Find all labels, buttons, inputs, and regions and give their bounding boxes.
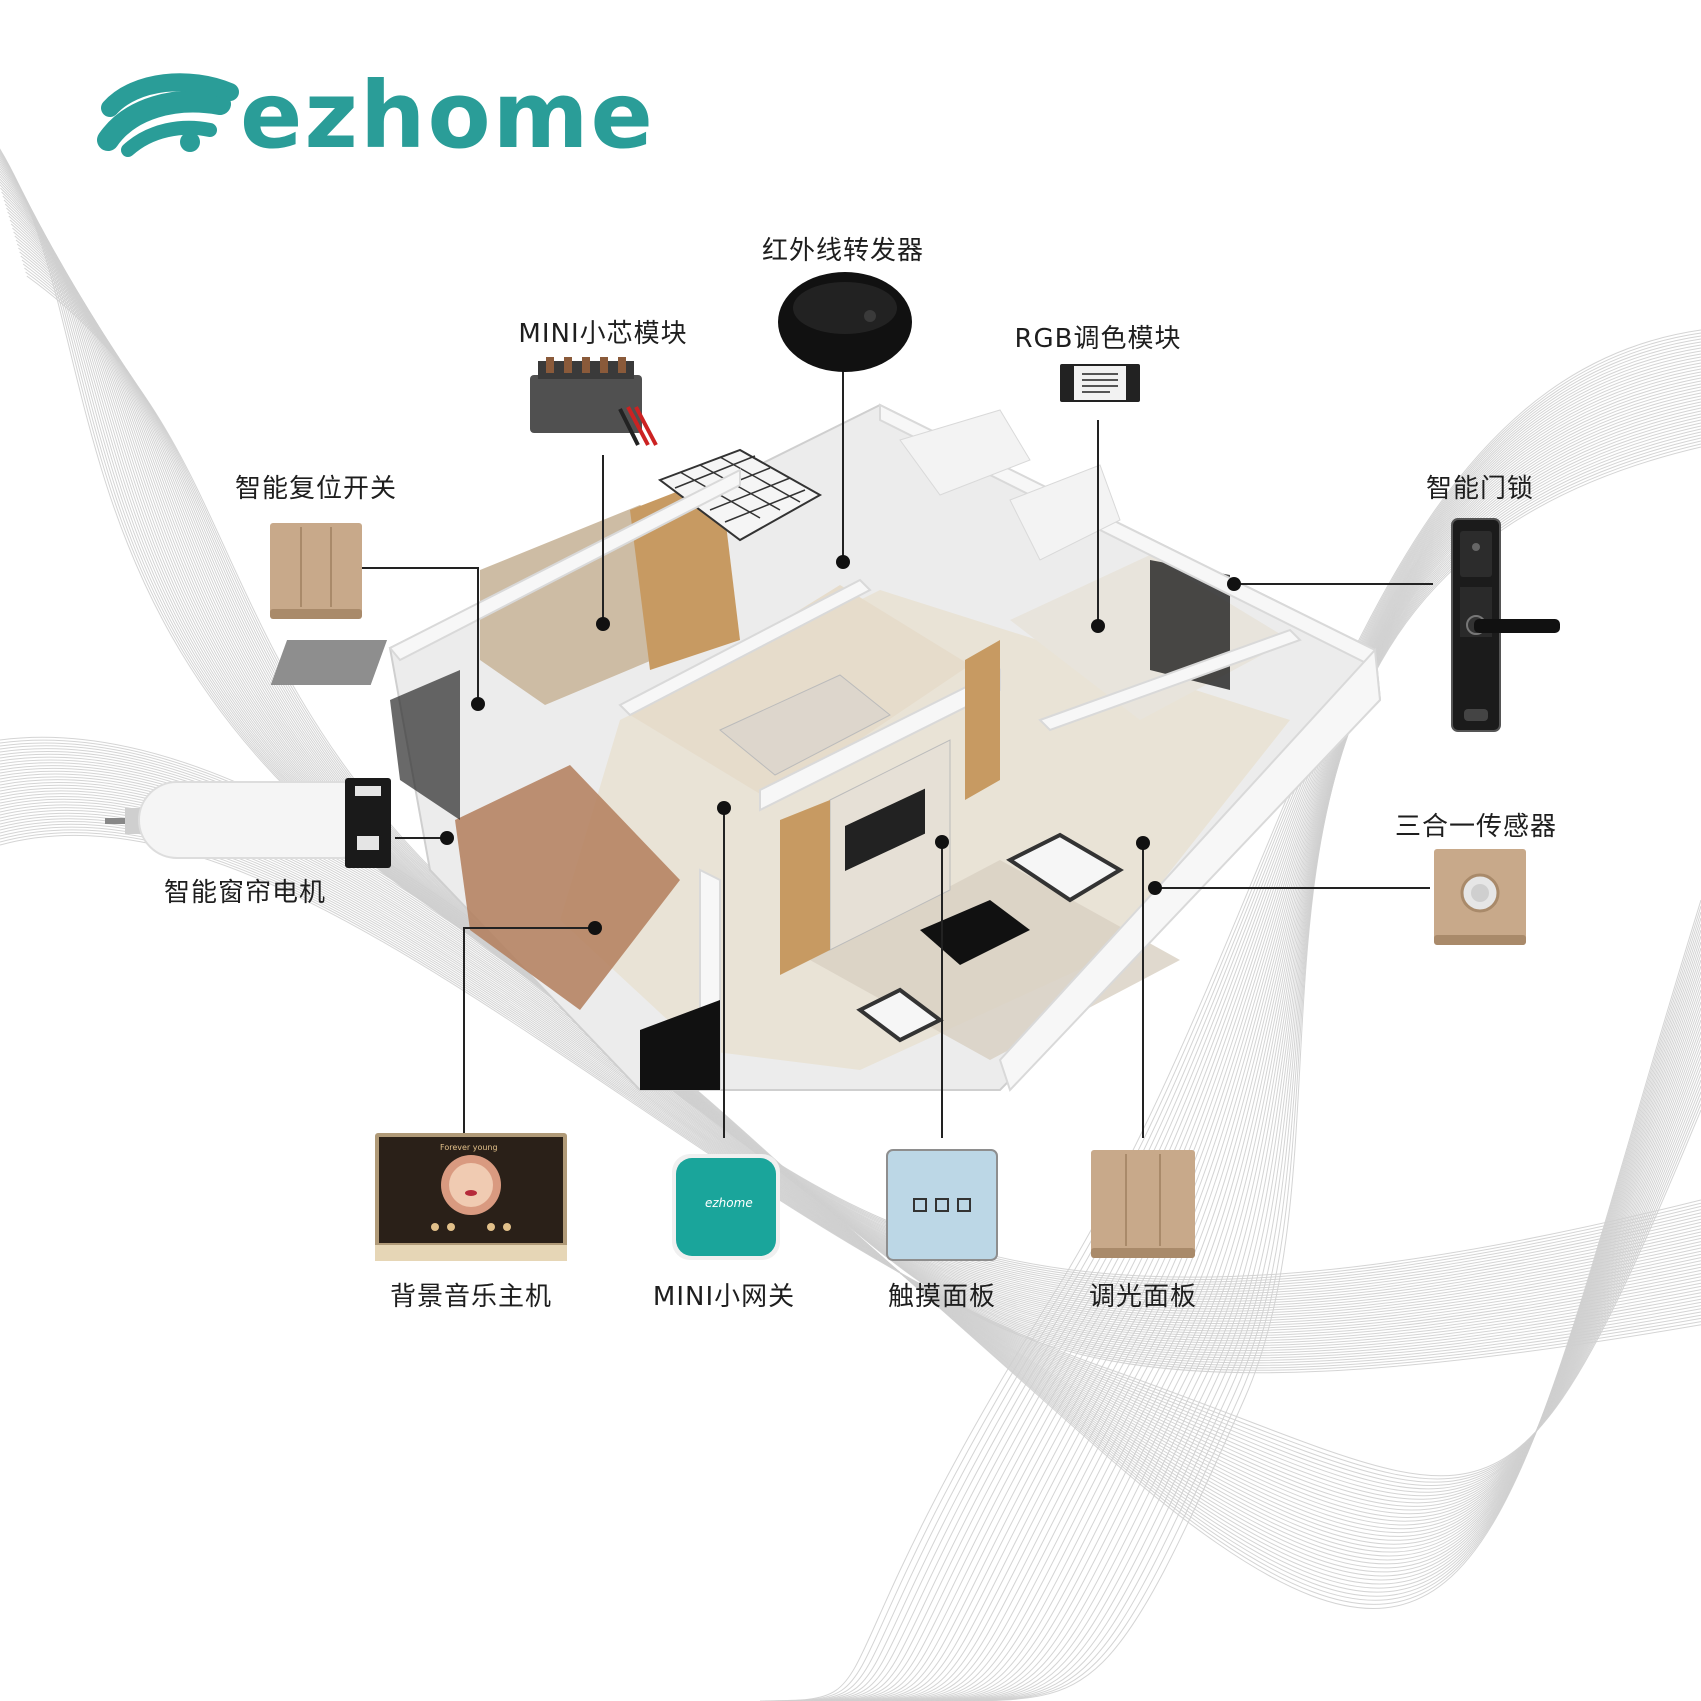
rgb-module-device <box>1060 364 1140 402</box>
label-three-in-one-sensor: 三合一传感器 <box>1394 812 1558 842</box>
music-song-title: Forever young <box>440 1143 498 1152</box>
gateway-logo: ezhome <box>705 1196 753 1210</box>
label-curtain-motor: 智能窗帘电机 <box>163 878 327 908</box>
dimmer-panel-device <box>1091 1150 1195 1258</box>
label-door-lock: 智能门锁 <box>1425 474 1535 504</box>
label-music-host: 背景音乐主机 <box>389 1282 553 1312</box>
mini-chip-module-device <box>530 357 658 446</box>
mini-gateway-device <box>672 1154 780 1260</box>
door-lock-device <box>1451 518 1560 732</box>
curtain-motor-device <box>105 778 391 868</box>
wifi-logo-icon <box>97 73 239 157</box>
brand-logo: ezhome <box>240 62 655 169</box>
label-reset-switch: 智能复位开关 <box>234 474 398 504</box>
three-in-one-sensor-device <box>1434 849 1526 945</box>
label-mini-chip-module: MINI小芯模块 <box>518 319 688 349</box>
label-touch-panel: 触摸面板 <box>887 1282 997 1312</box>
reset-switch-device <box>270 523 362 619</box>
label-mini-gateway: MINI小网关 <box>652 1282 796 1312</box>
label-dimmer-panel: 调光面板 <box>1088 1282 1198 1312</box>
ir-repeater-device <box>778 272 912 372</box>
label-ir-repeater: 红外线转发器 <box>761 236 925 266</box>
touch-panel-device <box>886 1149 998 1261</box>
label-rgb-module: RGB调色模块 <box>1014 324 1182 354</box>
music-host-device <box>375 1133 567 1261</box>
